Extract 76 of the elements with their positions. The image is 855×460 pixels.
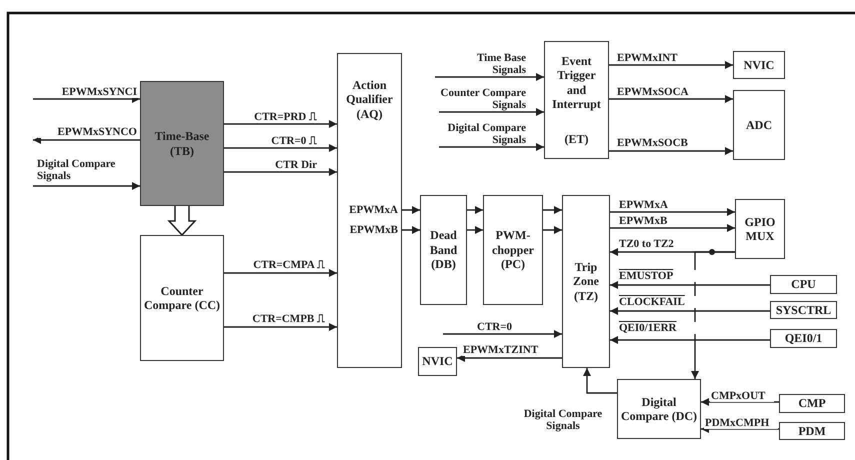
block-label: NVIC	[422, 354, 453, 369]
edge-label: Time Base Signals	[476, 52, 527, 76]
edge-label: Counter Compare Signals	[440, 87, 527, 112]
block-box	[140, 81, 224, 206]
arrow	[33, 95, 140, 103]
block-label: NVIC	[744, 58, 774, 72]
block-box	[770, 275, 837, 294]
arrow	[224, 168, 337, 176]
block-label: SYSCTRL	[776, 302, 832, 318]
block-label: GPIO MUX	[744, 214, 776, 244]
arrow	[467, 226, 483, 234]
hollow-arrow	[167, 205, 197, 236]
arrow	[33, 182, 140, 190]
block-box	[418, 347, 457, 376]
arrow	[443, 330, 562, 338]
block-box	[420, 195, 467, 305]
arrow	[543, 226, 562, 234]
block-label: ADC	[746, 118, 772, 132]
block-label: Dead Band (DB)	[428, 228, 458, 272]
block-label: CMP	[798, 396, 826, 411]
block-label: (ET)	[564, 132, 590, 146]
block-label: CPU	[791, 277, 816, 292]
block-label: Digital Compare (DC)	[620, 394, 698, 424]
block-box	[733, 90, 785, 160]
block-label: Time-Base (TB)	[154, 129, 210, 158]
block-box	[779, 422, 845, 440]
block-box	[337, 53, 402, 368]
arrow	[701, 398, 779, 406]
block-label: PWM-chopper (PC)	[491, 228, 535, 272]
arrow	[701, 425, 779, 433]
edge-label: CMPxOUT	[710, 390, 774, 402]
arrow	[583, 368, 617, 394]
block-label: QEI0/1	[784, 331, 822, 346]
arrow	[457, 354, 562, 362]
arrow	[610, 336, 770, 344]
edge-label: Digital Compare Signals	[522, 408, 604, 432]
block-box	[770, 301, 837, 319]
block-box	[544, 41, 609, 159]
block-label: PDM	[798, 424, 826, 438]
block-label: Action Qualifier (AQ)	[345, 78, 394, 122]
arrow	[224, 120, 337, 128]
edge-label: Digital Compare Signals	[446, 122, 527, 146]
block-box	[483, 195, 543, 305]
block-box	[770, 329, 837, 348]
block-box	[562, 195, 610, 368]
arrow	[402, 226, 420, 234]
arrow	[610, 307, 770, 315]
arrow	[402, 206, 420, 214]
block-label: Trip Zone (TZ)	[572, 260, 600, 304]
arrow	[609, 95, 733, 103]
arrow	[224, 323, 337, 331]
edge-label: EPWMxSYNCO	[38, 126, 138, 138]
arrow	[610, 281, 770, 289]
edge-label: Digital Compare Signals	[36, 158, 116, 182]
arrow	[610, 224, 735, 232]
arrow	[33, 136, 140, 144]
block-label: EPWMxA	[348, 204, 399, 218]
block-box	[779, 394, 845, 413]
arrow	[439, 143, 544, 151]
block-box	[140, 235, 224, 361]
arrow	[467, 206, 483, 214]
arrow	[609, 61, 733, 69]
arrow	[610, 208, 735, 216]
block-label: Counter Compare (CC)	[143, 284, 221, 312]
edge-label: PDMxCMPH	[704, 417, 778, 430]
arrow	[435, 73, 544, 81]
arrow	[224, 144, 337, 152]
block-label: Event Trigger and Interrupt	[551, 54, 602, 112]
arrow	[609, 147, 733, 155]
arrow	[543, 206, 562, 214]
block-box	[733, 51, 785, 79]
block-label: EPWMxB	[348, 224, 399, 238]
arrow	[224, 269, 337, 277]
block-box	[617, 379, 701, 439]
block-box	[735, 199, 785, 259]
arrow	[439, 108, 544, 116]
